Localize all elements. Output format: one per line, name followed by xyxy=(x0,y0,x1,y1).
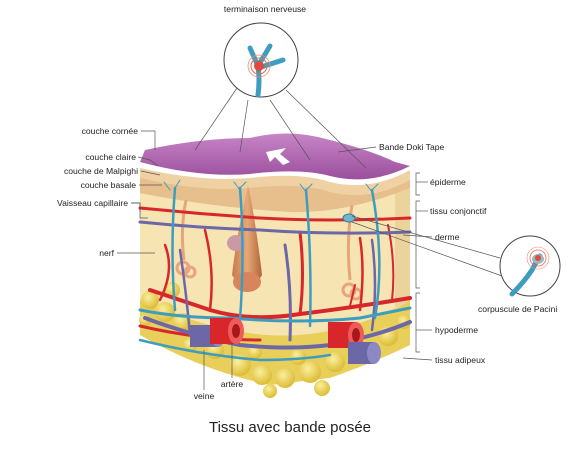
caption: Tissu avec bande posée xyxy=(209,419,371,436)
hair-bulb xyxy=(233,272,261,292)
dermis-layer xyxy=(140,185,410,336)
label-nerf: nerf xyxy=(99,248,114,258)
label-couche-claire: couche claire xyxy=(85,152,136,162)
label-bande: Bande Doki Tape xyxy=(379,142,445,152)
label-pacini: corpuscule de Pacini xyxy=(478,304,557,314)
label-couche-malpighi: couche de Malpighi xyxy=(64,166,138,176)
label-vaisseau-capillaire: Vaisseau capillaire xyxy=(57,198,128,208)
label-couche-basale: couche basale xyxy=(81,180,137,190)
label-tissu-conjonctif: tissu conjonctif xyxy=(430,206,487,216)
skin-block xyxy=(138,133,412,398)
label-couche-cornee: couche cornée xyxy=(82,126,139,136)
sebaceous-gland xyxy=(227,235,245,251)
nerves xyxy=(138,179,412,362)
sweat-gland-right xyxy=(341,204,363,301)
labels: terminaison nerveuse couche cornée couch… xyxy=(57,4,557,436)
clear-layer xyxy=(139,164,411,185)
leader-lines-bottom xyxy=(203,342,233,390)
vessel-sections xyxy=(190,318,381,364)
label-veine: veine xyxy=(194,391,215,401)
malpighi-layer xyxy=(140,178,410,213)
leader-lines-right xyxy=(337,146,433,361)
nerve-ending-magnifier xyxy=(194,22,367,169)
leader-lines-left xyxy=(117,130,162,254)
dermis-side xyxy=(395,185,410,310)
label-derme: derme xyxy=(435,232,460,242)
hair-follicle xyxy=(232,185,262,288)
pacini-magnifier xyxy=(351,215,561,297)
label-hypoderme: hypoderme xyxy=(435,325,478,335)
label-artere: artère xyxy=(221,379,244,389)
tape-logo-icon xyxy=(266,148,290,165)
title-nerve-ending: terminaison nerveuse xyxy=(224,4,306,14)
pacini-corpuscle-small xyxy=(342,213,356,223)
label-epiderme: épiderme xyxy=(430,177,466,187)
label-tissu-adipeux: tissu adipeux xyxy=(435,355,486,365)
